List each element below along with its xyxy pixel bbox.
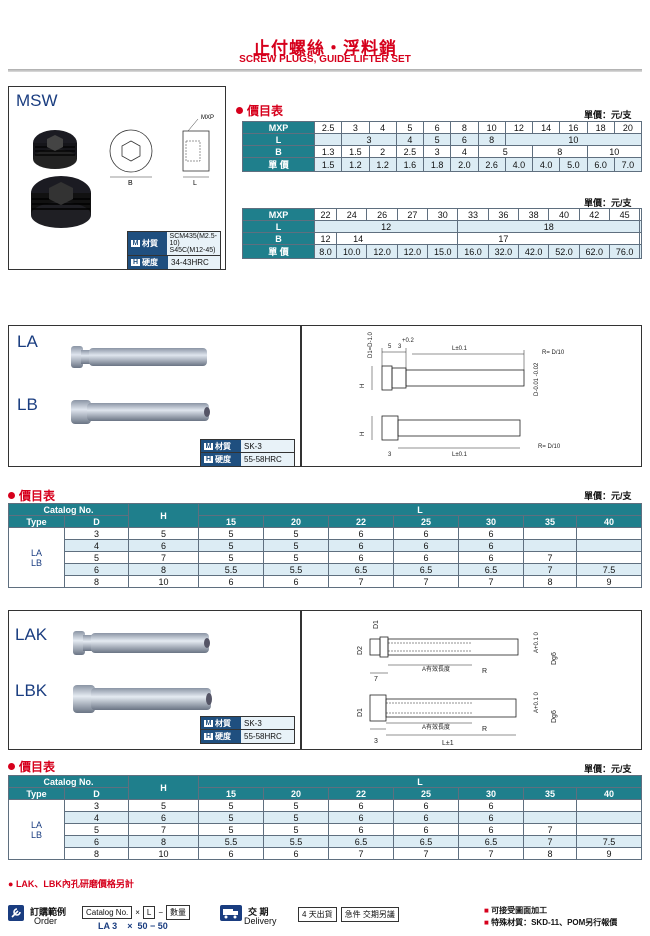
lb-h-label: H <box>360 432 366 436</box>
order-format: Catalog No.×L−數量 <box>82 905 191 920</box>
lak-hardness-label: 硬度 <box>215 732 231 741</box>
lak-unit: 單價：元/支 <box>584 764 632 774</box>
la-hardness-label: 硬度 <box>215 455 231 464</box>
footer-note-2: ■ 特殊材質：SKD-11、POM另行報價 <box>484 918 618 927</box>
msw-mxp-label: MXP <box>201 115 214 121</box>
order-example: LA 3 × 50 − 50 <box>98 921 168 931</box>
delivery-en: Delivery <box>244 916 277 926</box>
msw-code: MSW <box>16 91 58 110</box>
la-photo <box>71 346 210 424</box>
lak-note: ● LAK、LBK內孔研磨價格另計 <box>8 879 134 889</box>
msw-hardness-label: 硬度 <box>142 258 158 267</box>
lb-three-label: 3 <box>388 452 392 458</box>
msw-l-label: L <box>193 180 197 187</box>
la-material-label: 材質 <box>215 441 231 451</box>
la-l-label: L±0.1 <box>452 346 468 352</box>
lak-code: LAK <box>15 625 48 644</box>
lak-dg6-label: Dg6 <box>551 652 558 665</box>
msw-unit: 單價：元/支 <box>584 110 632 120</box>
la-drawing-panel: D1=D-1.0 5 3 +0.2 L±0.1 R= D/10 H D-0.01… <box>301 325 642 467</box>
lak-drawing: D2 D1 7 A有效長度 R A+0.1 0 Dg6 D1 A有效長度 3 L… <box>357 620 558 747</box>
la-plus02-label: +0.2 <box>402 338 415 344</box>
lak-a-tol-label: A+0.1 0 <box>534 631 540 653</box>
la-material-value: SK-3 <box>241 440 294 452</box>
msw-b-label: B <box>128 180 133 187</box>
msw-material-value-2: S45C(M12-45) <box>169 247 216 254</box>
msw-drawing: MXP B L <box>109 115 214 187</box>
msw-unit-2: 單價：元/支 <box>584 198 632 208</box>
order-label: 訂購範例 <box>30 907 67 917</box>
la-h-label: H <box>360 384 366 388</box>
lak-d1-label: D1 <box>373 620 380 629</box>
la-five-label: 5 <box>388 344 392 350</box>
la-drawing: D1=D-1.0 5 3 +0.2 L±0.1 R= D/10 H D-0.01… <box>360 331 565 458</box>
la-price-title: 價目表 <box>8 487 55 504</box>
lak-hardness-value: 55-58HRC <box>241 730 294 743</box>
wrench-icon <box>8 905 24 921</box>
lak-material-value: SK-3 <box>241 717 294 729</box>
lak-seven-label: 7 <box>374 676 378 683</box>
order-en: Order <box>34 916 58 926</box>
la-r-label: R= D/10 <box>542 350 565 356</box>
lak-photo <box>73 631 212 713</box>
footer-note-1: ■ 可接受圖面加工 <box>484 906 548 915</box>
lak-d2-label: D2 <box>357 646 364 655</box>
lbk-code: LBK <box>15 681 48 700</box>
lbk-a-eff-label: A有效長度 <box>422 723 450 731</box>
lbk-a-tol-label: A+0.1 0 <box>534 691 540 713</box>
la-code: LA <box>17 332 38 351</box>
msw-price-title: 價目表 <box>236 102 283 119</box>
delivery-terms: 4 天出貨 急件 交期另議 <box>298 907 399 922</box>
page-title: 止付螺絲・浮料銷 <box>253 39 397 58</box>
delivery-label: 交 期 <box>248 907 269 917</box>
la-unit: 單價：元/支 <box>584 491 632 501</box>
lak-r-label: R <box>482 668 487 675</box>
lbk-three-label: 3 <box>374 738 378 745</box>
header-divider <box>8 69 642 72</box>
lak-drawing-panel: D2 D1 7 A有效長度 R A+0.1 0 Dg6 D1 A有效長度 3 L… <box>301 610 642 750</box>
lak-price-title: 價目表 <box>8 758 55 775</box>
msw-material-value-1: SCM435(M2.5-10) <box>169 233 217 247</box>
lb-l-label: L±0.1 <box>452 452 468 458</box>
truck-icon <box>220 905 242 921</box>
la-hardness-value: 55-58HRC <box>241 453 294 466</box>
lb-r-label: R= D/10 <box>538 444 561 450</box>
msw-material-label: 材質 <box>142 239 158 248</box>
page-subtitle: SCREW PLUGS, GUIDE LIFTER SET <box>239 54 411 65</box>
lbk-l-label: L±1 <box>442 740 454 747</box>
la-three-label: 3 <box>398 344 402 350</box>
lak-a-eff-label: A有效長度 <box>422 665 450 673</box>
msw-hardness-value: 34-43HRC <box>168 256 220 269</box>
lb-code: LB <box>17 395 38 414</box>
msw-photo <box>31 130 91 228</box>
lbk-r-label: R <box>482 726 487 733</box>
order-section: 訂購範例 Order Catalog No.×L−數量 LA 3 × 50 − … <box>8 903 642 933</box>
la-d1-label: D1=D-1.0 <box>368 331 374 358</box>
lbk-dg6-label: Dg6 <box>551 710 558 723</box>
la-dtol-label: D-0.01 -0.02 <box>534 362 540 396</box>
lak-material-label: 材質 <box>215 718 231 728</box>
lbk-d1-label: D1 <box>357 708 364 717</box>
